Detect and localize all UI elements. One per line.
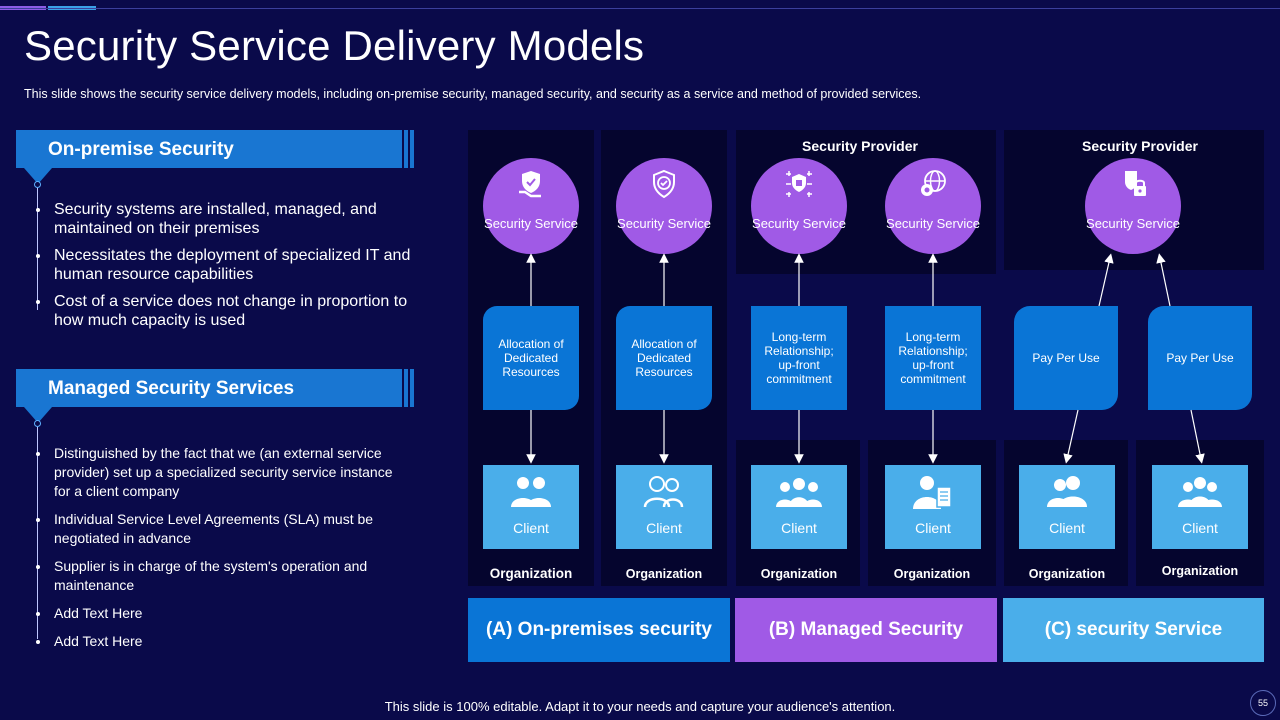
header-bars xyxy=(402,369,414,407)
arrow-up xyxy=(1156,253,1171,307)
list-item: Add Text Here xyxy=(36,604,410,623)
mid-box-long-term: Long-term Relationship; up-front commitm… xyxy=(751,306,847,410)
client-box: Client xyxy=(1019,465,1115,549)
client-label: Client xyxy=(513,520,549,536)
model-c-label: (C) security Service xyxy=(1003,598,1264,662)
arrow-up xyxy=(1098,253,1114,307)
managed-notch xyxy=(24,407,52,423)
client-label: Client xyxy=(646,520,682,536)
service-label: Security Service xyxy=(617,216,711,231)
list-item: Add Text Here xyxy=(36,632,410,651)
on-premise-header: On-premise Security xyxy=(16,130,414,168)
slide-subtitle: This slide shows the security service de… xyxy=(24,87,922,101)
list-item: Security systems are installed, managed,… xyxy=(36,200,418,238)
managed-header: Managed Security Services xyxy=(16,369,414,407)
two-users-icon xyxy=(511,477,551,507)
top-rule xyxy=(0,8,1280,9)
managed-bullets: Distinguished by the fact that we (an ex… xyxy=(36,444,410,660)
mid-box-dedicated-resources: Allocation of Dedicated Resources xyxy=(616,306,712,410)
client-box: Client xyxy=(885,465,981,549)
security-service-circle: Security Service xyxy=(751,158,847,254)
org-label: Organization xyxy=(893,567,971,581)
mid-box-pay-per-use: Pay Per Use xyxy=(1148,306,1252,410)
model-b-label: (B) Managed Security xyxy=(735,598,997,662)
list-item: Distinguished by the fact that we (an ex… xyxy=(36,444,410,501)
org-label: Organization xyxy=(625,567,703,581)
org-label: Organization xyxy=(1161,564,1239,578)
service-label: Security Service xyxy=(1086,216,1180,231)
list-item: Individual Service Level Agreements (SLA… xyxy=(36,510,410,548)
client-label: Client xyxy=(781,520,817,536)
client-label: Client xyxy=(1182,520,1218,536)
client-label: Client xyxy=(915,520,951,536)
list-item: Necessitates the deployment of specializ… xyxy=(36,246,418,284)
list-item: Cost of a service does not change in pro… xyxy=(36,292,418,330)
slide-title: Security Service Delivery Models xyxy=(24,22,645,69)
org-label: Organization xyxy=(760,567,838,581)
on-premise-heading: On-premise Security xyxy=(48,139,234,160)
service-label: Security Service xyxy=(886,216,980,231)
security-service-circle: Security Service xyxy=(483,158,579,254)
lock-shield-icon xyxy=(1125,171,1146,196)
shield-network-icon xyxy=(786,171,812,197)
footer-note: This slide is 100% editable. Adapt it to… xyxy=(384,699,896,714)
model-a-label: (A) On-premises security xyxy=(468,598,730,662)
service-label: Security Service xyxy=(484,216,578,231)
managed-timeline xyxy=(37,427,38,639)
mid-box-pay-per-use: Pay Per Use xyxy=(1014,306,1118,410)
group-users-icon xyxy=(1178,477,1222,507)
page-number: 55 xyxy=(1250,690,1276,716)
org-label: Organization xyxy=(489,566,573,581)
on-premise-notch xyxy=(24,168,52,184)
managed-timeline-dot xyxy=(34,420,41,427)
two-users-icon xyxy=(643,476,684,508)
on-premise-timeline-dot xyxy=(34,181,41,188)
group-users-icon xyxy=(776,478,822,507)
on-premise-timeline xyxy=(37,188,38,310)
security-service-circle: Security Service xyxy=(1085,158,1181,254)
client-box: Client xyxy=(483,465,579,549)
client-label: Client xyxy=(1049,520,1085,536)
arrow-down xyxy=(1190,409,1205,464)
user-document-icon xyxy=(913,476,952,509)
arrow-down xyxy=(1063,409,1079,464)
shield-hand-icon xyxy=(519,171,541,198)
client-box: Client xyxy=(616,465,712,549)
two-users-icon xyxy=(1047,476,1087,507)
client-box: Client xyxy=(1152,465,1248,549)
header-bars xyxy=(402,130,414,168)
client-box: Client xyxy=(751,465,847,549)
mid-box-long-term: Long-term Relationship; up-front commitm… xyxy=(885,306,981,410)
service-label: Security Service xyxy=(752,216,846,231)
managed-heading: Managed Security Services xyxy=(48,378,295,399)
list-item: Supplier is in charge of the system's op… xyxy=(36,557,410,595)
security-service-circle: Security Service xyxy=(616,158,712,254)
provider-label-b: Security Provider xyxy=(802,138,918,154)
provider-label-c: Security Provider xyxy=(1082,138,1198,154)
on-premise-bullets: Security systems are installed, managed,… xyxy=(36,200,418,338)
org-label: Organization xyxy=(1028,567,1106,581)
mid-box-dedicated-resources: Allocation of Dedicated Resources xyxy=(483,306,579,410)
globe-gear-icon xyxy=(921,170,946,196)
security-service-circle: Security Service xyxy=(885,158,981,254)
shield-check-icon xyxy=(653,169,675,199)
